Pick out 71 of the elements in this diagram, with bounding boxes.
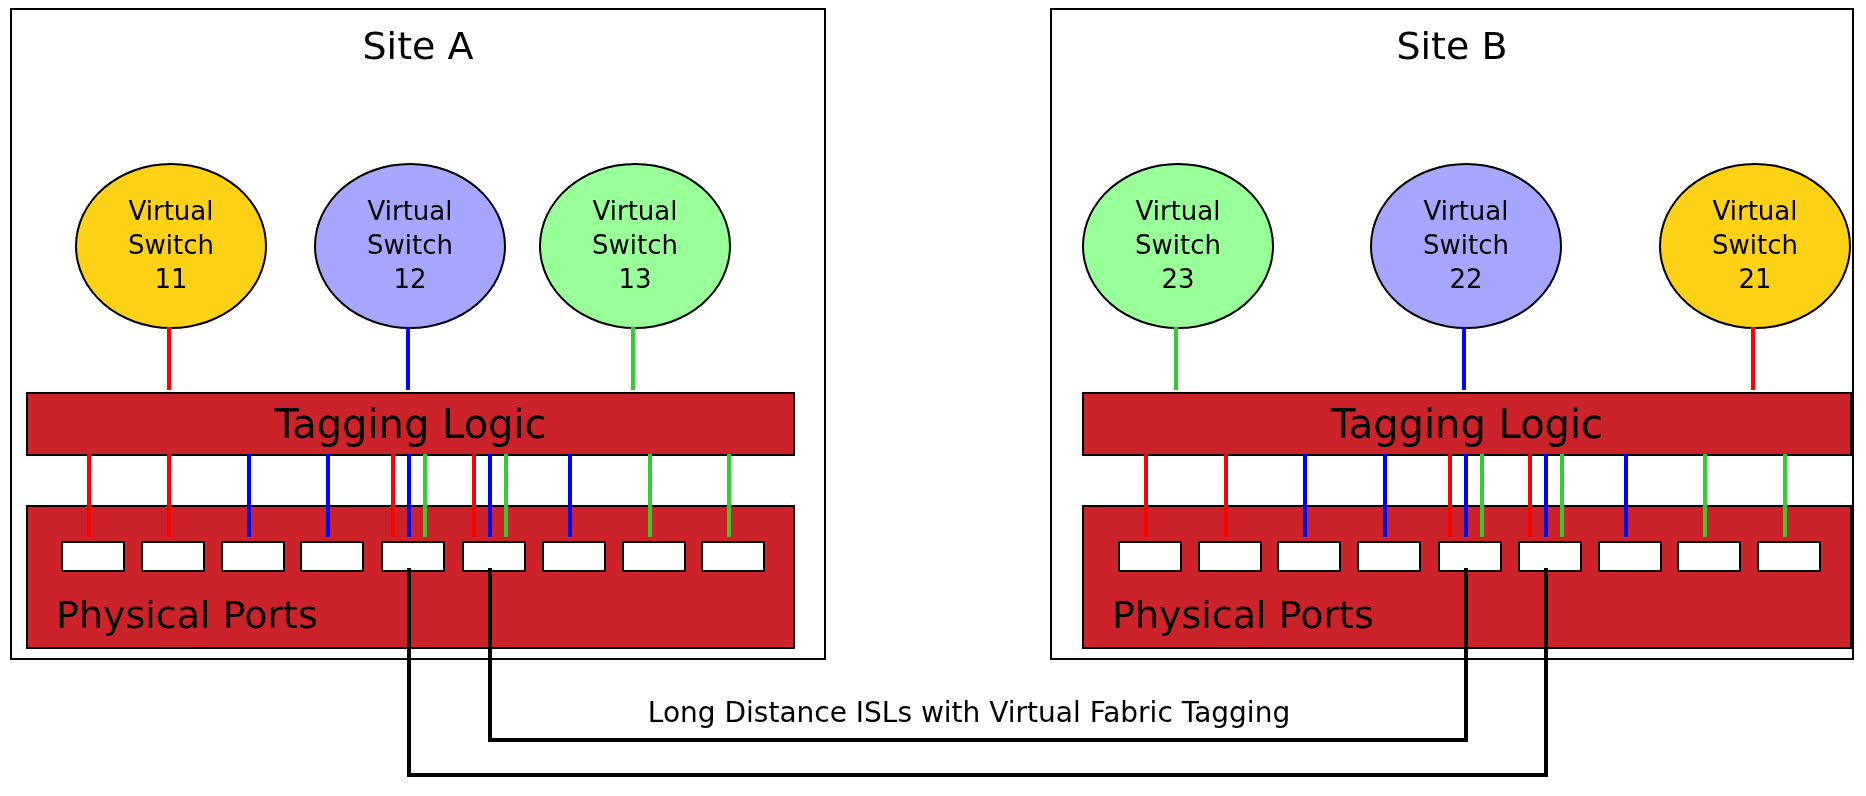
connector-line — [1462, 327, 1466, 390]
bar-label: Tagging Logic — [1330, 401, 1604, 447]
connector-line — [1224, 454, 1228, 537]
ports-panel — [26, 505, 795, 649]
switch-label: Virtual Switch 22 — [1422, 195, 1510, 296]
connector-line — [407, 454, 411, 537]
connector-line — [1751, 327, 1755, 390]
port-box — [1598, 541, 1662, 572]
connector-line — [391, 454, 395, 537]
connector-line — [1703, 454, 1707, 537]
connector-line — [1383, 454, 1387, 537]
port-box — [221, 541, 285, 572]
switch-label: Virtual Switch 13 — [591, 195, 679, 296]
port-box — [1438, 541, 1502, 572]
connector-line — [504, 454, 508, 537]
port-box — [1757, 541, 1821, 572]
port-box — [1198, 541, 1262, 572]
port-box — [622, 541, 686, 572]
port-box — [61, 541, 125, 572]
panel-label: Physical Ports — [1112, 593, 1374, 637]
port-box — [1357, 541, 1421, 572]
connector-line — [1560, 454, 1564, 537]
connector-line — [247, 454, 251, 537]
connector-line — [488, 454, 492, 537]
connector-line — [1464, 454, 1468, 537]
connector-line — [1480, 454, 1484, 537]
note-text: Long Distance ISLs with Virtual Fabric Tagging — [647, 695, 1291, 729]
connector-line — [488, 568, 1468, 742]
site-panel — [10, 8, 826, 660]
port-box — [701, 541, 765, 572]
switch-label: Virtual Switch 11 — [127, 195, 215, 296]
port-box — [141, 541, 205, 572]
port-box — [300, 541, 364, 572]
connector-line — [472, 454, 476, 537]
connector-line — [87, 454, 91, 537]
port-box — [1118, 541, 1182, 572]
port-box — [462, 541, 526, 572]
port-box — [542, 541, 606, 572]
site-panel — [1050, 8, 1854, 660]
site-title: Site B — [1396, 24, 1508, 68]
connector-line — [1174, 327, 1178, 390]
connector-line — [1144, 454, 1148, 537]
connector-line — [727, 454, 731, 537]
port-box — [381, 541, 445, 572]
connector-line — [326, 454, 330, 537]
connector-line — [648, 454, 652, 537]
switch-label: Virtual Switch 12 — [366, 195, 454, 296]
connector-line — [407, 568, 1548, 777]
connector-line — [167, 454, 171, 537]
bar-label: Tagging Logic — [274, 401, 547, 447]
panel-label: Physical Ports — [56, 593, 318, 637]
switch-label: Virtual Switch 23 — [1134, 195, 1222, 296]
connector-line — [1303, 454, 1307, 537]
site-title: Site A — [362, 24, 474, 68]
port-box — [1677, 541, 1741, 572]
connector-line — [1783, 454, 1787, 537]
connector-line — [1624, 454, 1628, 537]
port-box — [1518, 541, 1582, 572]
connector-line — [568, 454, 572, 537]
switch-label: Virtual Switch 21 — [1711, 195, 1799, 296]
tagging-logic-bar — [1082, 392, 1852, 456]
port-box — [1277, 541, 1341, 572]
connector-line — [1528, 454, 1532, 537]
connector-line — [423, 454, 427, 537]
connector-line — [406, 327, 410, 390]
connector-line — [167, 327, 171, 390]
connector-line — [1544, 454, 1548, 537]
connector-line — [1448, 454, 1452, 537]
ports-panel — [1082, 505, 1852, 649]
connector-line — [631, 327, 635, 390]
tagging-logic-bar — [26, 392, 795, 456]
